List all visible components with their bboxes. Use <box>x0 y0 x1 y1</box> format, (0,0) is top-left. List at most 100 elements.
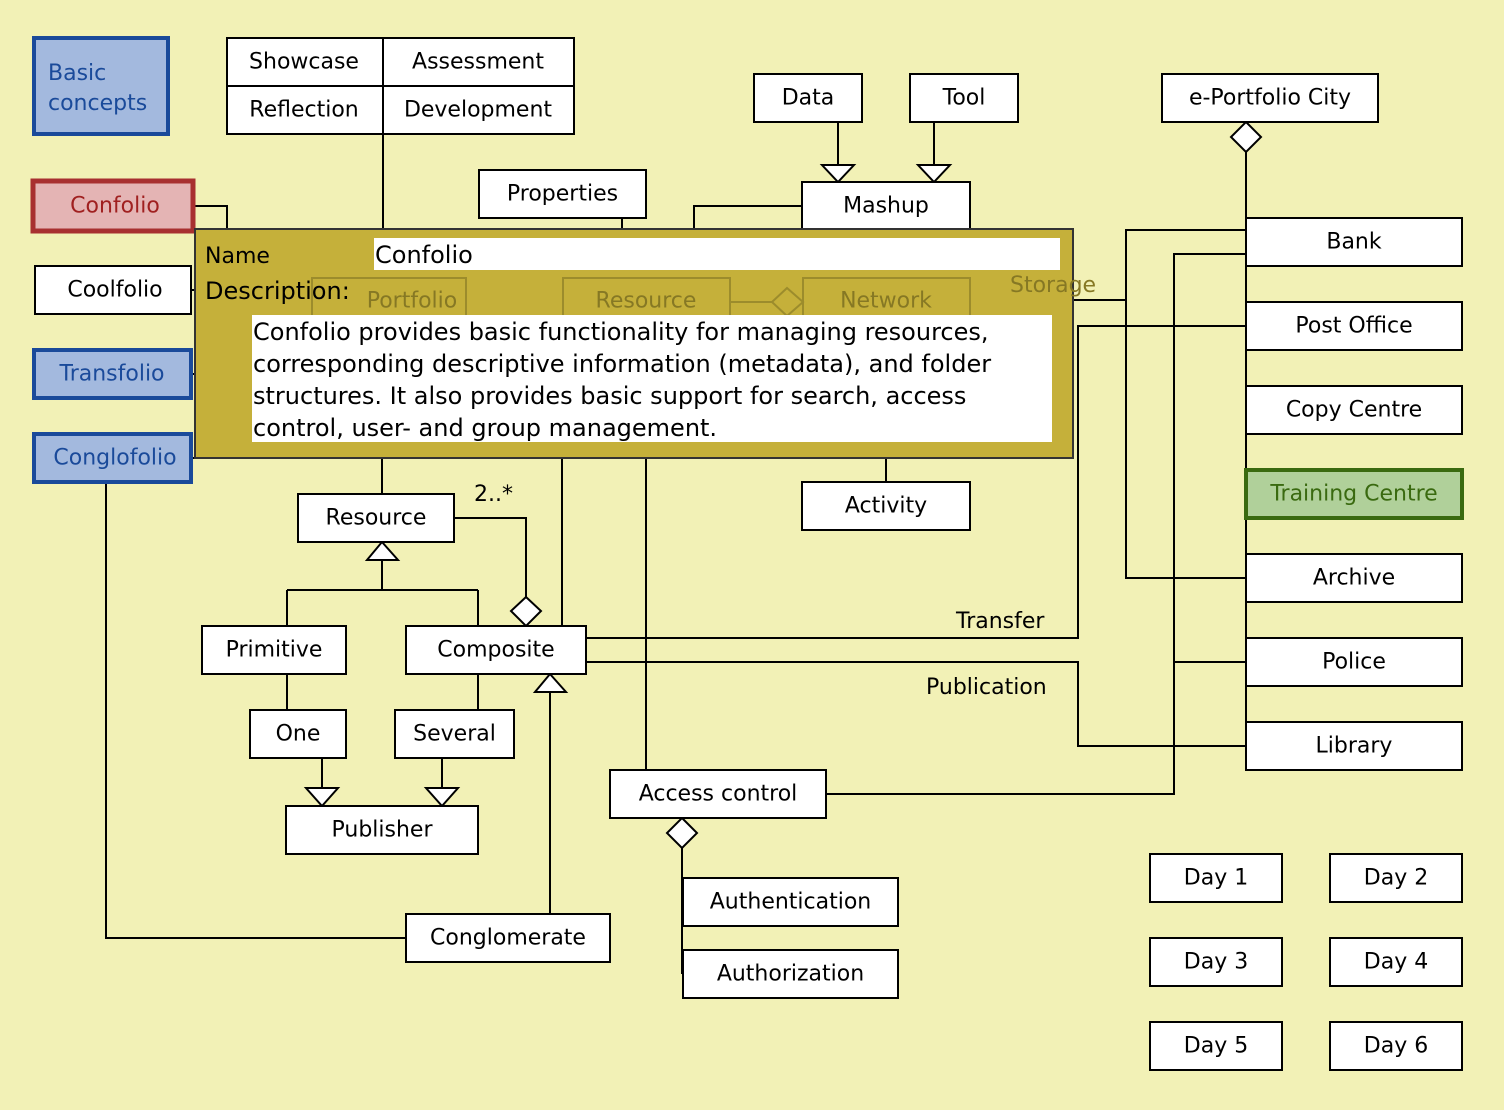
legend-basic-concepts: Basic concepts <box>32 36 170 136</box>
node-box <box>249 709 347 759</box>
node-city-archive[interactable]: Archive <box>1245 553 1463 603</box>
edge-label-storage: Storage <box>1010 273 1096 298</box>
name-field[interactable] <box>374 238 1060 270</box>
node-days-2[interactable]: Day 3 <box>1149 937 1283 987</box>
node-label: Copy Centre <box>1286 398 1422 423</box>
node-days-3[interactable]: Day 4 <box>1329 937 1463 987</box>
node-box <box>1245 301 1463 351</box>
folio-transfolio[interactable]: Transfolio <box>32 348 193 400</box>
node-label: Several <box>413 722 496 747</box>
node-development[interactable] <box>382 85 575 135</box>
node-city-bank[interactable]: Bank <box>1245 217 1463 267</box>
node-box <box>1245 385 1463 435</box>
node-label: Development <box>404 98 552 123</box>
purpose-grid: Showcase Assessment Reflection Developme… <box>226 37 575 135</box>
edge-label-transfer: Transfer <box>955 609 1045 634</box>
node-box <box>285 805 479 855</box>
description-line: structures. It also provides basic suppo… <box>253 382 966 410</box>
node-nodes-properties[interactable]: Properties <box>478 169 647 219</box>
node-box <box>753 73 863 123</box>
node-box <box>1245 217 1463 267</box>
node-days-4[interactable]: Day 5 <box>1149 1021 1283 1071</box>
node-nodes-tool[interactable]: Tool <box>909 73 1019 123</box>
node-box <box>1149 937 1283 987</box>
node-box <box>394 709 515 759</box>
node-label: Authorization <box>717 962 864 987</box>
folio-conglofolio[interactable]: Conglofolio <box>32 432 193 484</box>
node-nodes-mashup[interactable]: Mashup <box>801 181 971 231</box>
folio-confolio[interactable]: Confolio <box>30 178 196 234</box>
node-label: Mashup <box>843 194 929 219</box>
multiplicity-label: 2..* <box>474 482 513 507</box>
node-nodes-primitive[interactable]: Primitive <box>201 625 347 675</box>
node-assessment[interactable] <box>382 37 575 87</box>
node-box <box>405 625 587 675</box>
description-field[interactable] <box>252 315 1052 442</box>
node-label: Data <box>782 86 835 111</box>
node-nodes-authorization[interactable]: Authorization <box>682 949 899 999</box>
node-label: e-Portfolio City <box>1189 86 1351 111</box>
node-label: Bank <box>1326 230 1382 255</box>
node-label: Portfolio <box>367 289 458 314</box>
node-label: Conglofolio <box>53 446 176 471</box>
node-reflection[interactable] <box>226 85 384 135</box>
node-label: Day 1 <box>1184 866 1248 891</box>
node-label: Primitive <box>226 638 323 663</box>
legend-label: Basic <box>48 61 106 86</box>
node-label: Day 4 <box>1364 950 1428 975</box>
node-label: Access control <box>639 782 798 807</box>
node-nodes-authentication[interactable]: Authentication <box>682 877 899 927</box>
node-box <box>1149 1021 1283 1071</box>
node-city-copy-centre[interactable]: Copy Centre <box>1245 385 1463 435</box>
node-label: Tool <box>942 86 986 111</box>
generalization-arrow-icon <box>819 164 953 184</box>
node-label: Day 6 <box>1364 1034 1428 1059</box>
node-box <box>1329 937 1463 987</box>
node-city-post-office[interactable]: Post Office <box>1245 301 1463 351</box>
node-days-5[interactable]: Day 6 <box>1329 1021 1463 1071</box>
node-city-police[interactable]: Police <box>1245 637 1463 687</box>
node-nodes-resource[interactable]: Resource <box>297 493 455 543</box>
node-days-1[interactable]: Day 2 <box>1329 853 1463 903</box>
folio-coolfolio[interactable]: Coolfolio <box>34 265 192 315</box>
node-nodes-activity[interactable]: Activity <box>801 481 971 531</box>
node-label: Showcase <box>249 50 359 75</box>
node-label: Archive <box>1313 566 1395 591</box>
node-box <box>1245 721 1463 771</box>
node-label: One <box>276 722 321 747</box>
node-box <box>1245 637 1463 687</box>
node-label: Activity <box>845 494 927 519</box>
node-label: Police <box>1322 650 1386 675</box>
node-label: Reflection <box>249 98 358 123</box>
node-box <box>801 181 971 231</box>
node-nodes-composite[interactable]: Composite <box>405 625 587 675</box>
node-nodes-one[interactable]: One <box>249 709 347 759</box>
node-city-title[interactable]: e-Portfolio City <box>1161 73 1379 123</box>
node-nodes-several[interactable]: Several <box>394 709 515 759</box>
node-nodes-conglomerate[interactable]: Conglomerate <box>405 913 611 963</box>
node-city-training-centre[interactable]: Training Centre <box>1244 468 1464 520</box>
node-nodes-access-control[interactable]: Access control <box>609 769 827 819</box>
node-label: Resource <box>596 289 697 314</box>
node-label: Transfolio <box>58 362 164 387</box>
node-box <box>682 949 899 999</box>
node-nodes-publisher[interactable]: Publisher <box>285 805 479 855</box>
node-label: Day 2 <box>1364 866 1428 891</box>
node-city-library[interactable]: Library <box>1245 721 1463 771</box>
node-label: Coolfolio <box>67 278 162 303</box>
node-label: Post Office <box>1295 314 1412 339</box>
tooltip-popup: Portfolio Resource Network Name Confolio… <box>194 228 1074 459</box>
name-label: Name <box>205 244 270 269</box>
node-box <box>1161 73 1379 123</box>
node-days-0[interactable]: Day 1 <box>1149 853 1283 903</box>
node-box <box>1329 1021 1463 1071</box>
node-box <box>801 481 971 531</box>
node-label: Assessment <box>412 50 544 75</box>
name-value: Confolio <box>375 241 473 269</box>
node-box <box>909 73 1019 123</box>
node-label: Confolio <box>70 194 160 219</box>
node-box <box>1245 553 1463 603</box>
node-nodes-data[interactable]: Data <box>753 73 863 123</box>
